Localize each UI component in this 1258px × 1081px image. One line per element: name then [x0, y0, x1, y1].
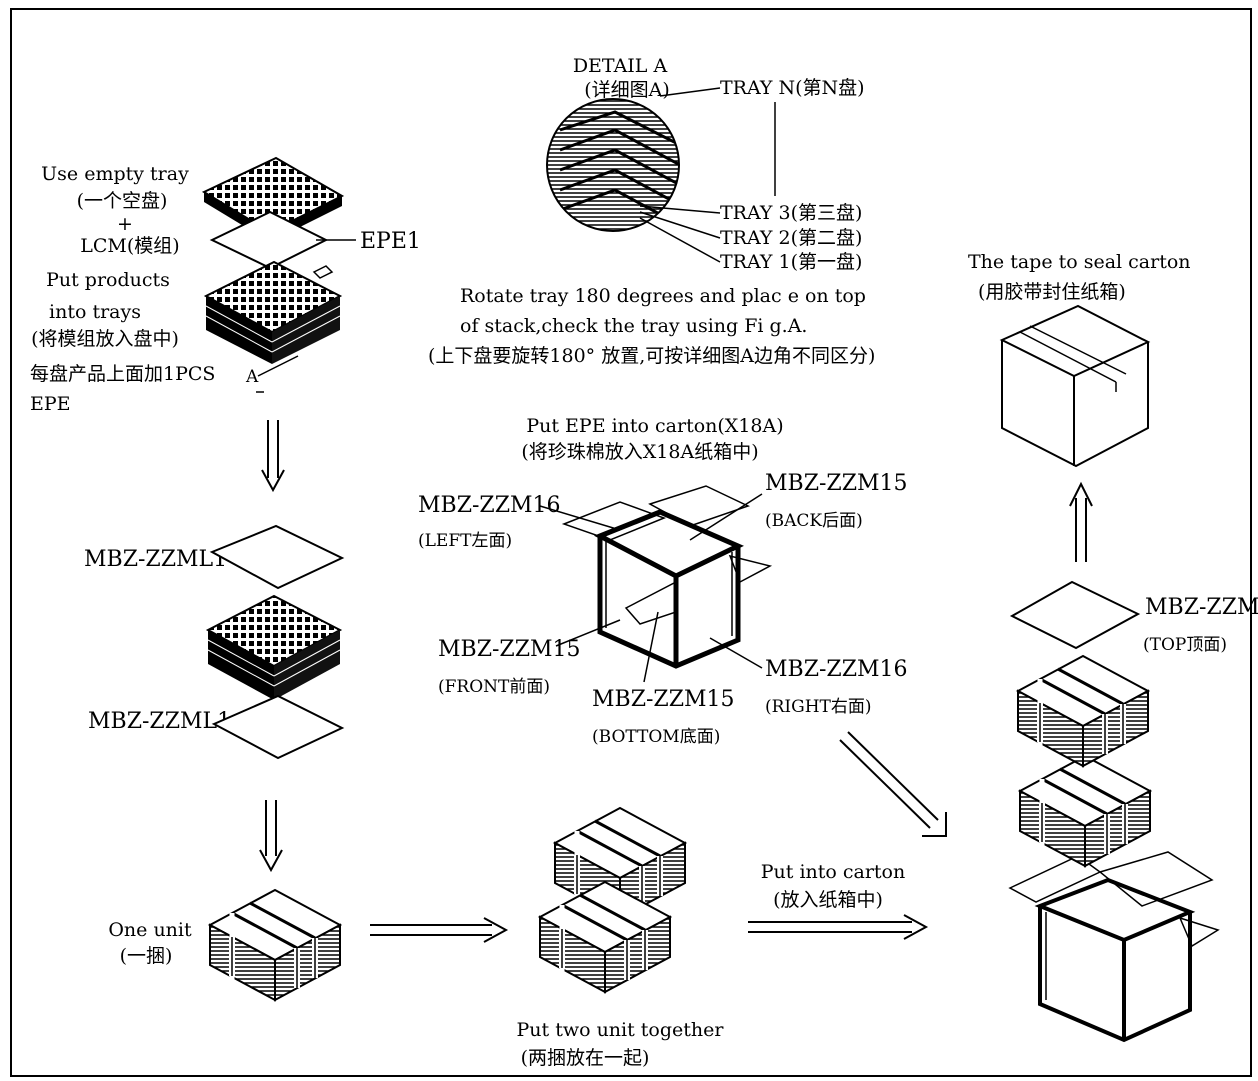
detail-a-magnifier: [546, 98, 680, 232]
step1-line5: into trays: [49, 301, 141, 323]
epe-carton-illustration: [561, 485, 773, 669]
step1-line2: (一个空盘): [77, 190, 168, 212]
into-carton-line2: (放入纸箱中): [773, 889, 883, 911]
step1-line3: LCM(模组): [80, 235, 179, 257]
seal-line1: The tape to seal carton: [968, 251, 1191, 273]
carton-bundle-lower: [1020, 756, 1150, 866]
down-arrow-icon: [259, 800, 283, 873]
top-pad-illustration: [209, 524, 345, 590]
tray-stack-illustration: [205, 594, 343, 700]
filled-tray-stack-illustration: [203, 260, 343, 364]
marker-a: A: [245, 367, 259, 387]
top-epe-pad-illustration: [1009, 580, 1141, 650]
detail-note1: Rotate tray 180 degrees and plac e on to…: [460, 285, 866, 307]
step1-plus: +: [117, 213, 133, 235]
step1-line1: Use empty tray: [41, 163, 189, 185]
right-epe-name: (RIGHT右面): [765, 697, 872, 717]
back-epe-code: MBZ-ZZM15: [765, 471, 908, 496]
left-epe-code: MBZ-ZZM16: [418, 493, 561, 518]
step1-text: Use empty tray (一个空盘) + LCM(模组) Put prod…: [30, 163, 215, 415]
top-pad-label: MBZ-ZZML1: [84, 547, 227, 572]
step1-line7: 每盘产品上面加1PCS: [30, 363, 215, 385]
up-arrow-icon: [1069, 481, 1093, 562]
bottom-epe-name: (BOTTOM底面): [592, 727, 720, 747]
front-epe-name: (FRONT前面): [438, 677, 550, 697]
detail-title-cn: (详细图A): [584, 79, 670, 101]
one-unit-bundle: [210, 890, 340, 1000]
final-carton-illustration: [1008, 851, 1220, 1043]
epe-small-pad: [312, 265, 334, 279]
right-arrow-icon: [748, 914, 929, 940]
tray-n-label: TRAY N(第N盘): [720, 77, 865, 99]
detail-note3: (上下盘要旋转180° 放置,可按详细图A边角不同区分): [428, 345, 875, 367]
right-arrow-icon: [370, 917, 509, 943]
two-units-line2: (两捆放在一起): [521, 1047, 650, 1069]
epe1-label: EPE1: [360, 229, 421, 254]
step1-line6: (将模组放入盘中): [31, 328, 179, 350]
right-epe-code: MBZ-ZZM16: [765, 657, 908, 682]
step1-line4: Put products: [46, 269, 170, 291]
tray-1-label: TRAY 1(第一盘): [720, 251, 862, 273]
into-carton-line1: Put into carton: [761, 861, 906, 883]
top-epe-code: MBZ-ZZM15: [1145, 595, 1258, 620]
front-epe-code: MBZ-ZZM15: [438, 637, 581, 662]
seal-line2: (用胶带封住纸箱): [978, 281, 1126, 303]
diagonal-arrow-icon: [839, 731, 947, 837]
carton-bundle-upper: [1018, 656, 1148, 766]
bottom-pad-illustration: [211, 694, 345, 760]
back-epe-name: (BACK后面): [765, 511, 863, 531]
top-epe-name: (TOP顶面): [1143, 635, 1227, 655]
down-arrow-icon: [261, 420, 285, 493]
tray-2-label: TRAY 2(第二盘): [720, 227, 862, 249]
epe-carton-title1: Put EPE into carton(X18A): [526, 415, 783, 437]
bottom-epe-code: MBZ-ZZM15: [592, 687, 735, 712]
unit-line2: (一捆): [120, 945, 173, 967]
frame-border: [10, 8, 1252, 1077]
bottom-pad-label: MBZ-ZZML1: [88, 709, 231, 734]
detail-title: DETAIL A: [573, 55, 668, 77]
left-epe-name: (LEFT左面): [418, 531, 512, 551]
epe-carton-title2: (将珍珠棉放入X18A纸箱中): [521, 441, 758, 463]
unit-line1: One unit: [108, 919, 192, 941]
sealed-carton-illustration: [999, 304, 1151, 468]
a-leader: [257, 355, 299, 377]
step1-line8: EPE: [30, 393, 71, 415]
detail-note2: of stack,check the tray using Fi g.A.: [460, 315, 807, 337]
tray-3-label: TRAY 3(第三盘): [720, 202, 862, 224]
two-units-line1: Put two unit together: [517, 1019, 725, 1041]
